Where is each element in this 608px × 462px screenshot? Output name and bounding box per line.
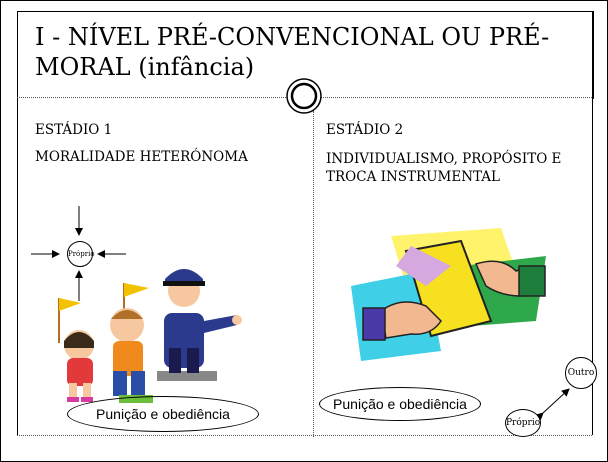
slide-title: I - NÍVEL PRÉ-CONVENCIONAL OU PRÉ-MORAL … bbox=[35, 23, 550, 81]
arrows-diagram bbox=[31, 206, 126, 301]
right-punishment-oval: Punição e obediência bbox=[319, 387, 481, 421]
other-node-label: Outro bbox=[567, 368, 595, 378]
right-stage-label: ESTÁDIO 2 bbox=[326, 122, 404, 138]
self-node-right: Próprio bbox=[505, 409, 541, 437]
self-node: Próprio bbox=[67, 241, 95, 267]
slide-left-rule bbox=[17, 11, 18, 435]
bottom-divider bbox=[17, 435, 592, 436]
exchange-illustration bbox=[351, 228, 546, 361]
slide-right-rule bbox=[592, 11, 593, 435]
right-stage-name-line1: INDIVIDUALISMO, PROPÓSITO E bbox=[326, 151, 562, 167]
left-stage-name: MORALIDADE HETERÓNOMA bbox=[35, 149, 248, 165]
self-node-label: Próprio bbox=[68, 250, 95, 258]
right-stage-name-line2: TROCA INSTRUMENTAL bbox=[326, 169, 501, 185]
left-stage-label: ESTÁDIO 1 bbox=[35, 122, 113, 138]
other-self-arrow bbox=[535, 388, 570, 421]
left-punishment-oval: Punição e obediência bbox=[67, 396, 259, 432]
right-oval-label: Punição e obediência bbox=[333, 396, 467, 412]
other-node: Outro bbox=[565, 357, 597, 389]
title-box bbox=[17, 11, 594, 99]
left-oval-label: Punição e obediência bbox=[96, 406, 230, 422]
column-divider bbox=[313, 111, 314, 437]
ring-ornament-icon bbox=[286, 78, 322, 114]
self-node-right-label: Próprio bbox=[506, 418, 541, 428]
children-police-illustration bbox=[58, 269, 242, 403]
